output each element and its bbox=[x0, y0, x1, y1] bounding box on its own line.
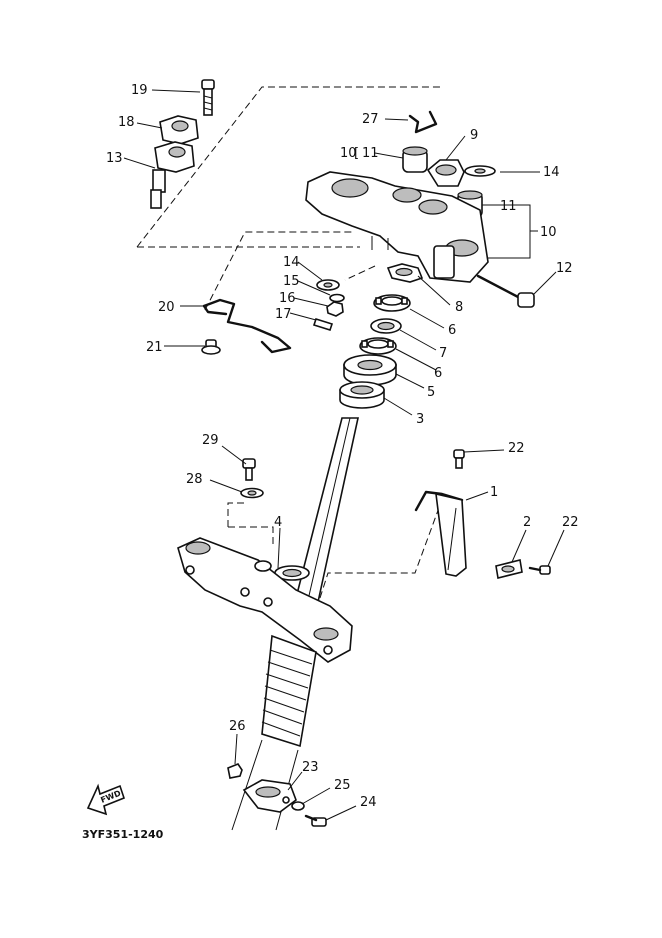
callout-8: 8 bbox=[455, 300, 463, 315]
callout-14-right: 14 bbox=[543, 165, 560, 180]
callout-21: 21 bbox=[146, 340, 163, 355]
callout-26: 26 bbox=[229, 719, 246, 734]
callout-2: 2 bbox=[523, 515, 531, 530]
diagram-code: 3YF351-1240 bbox=[82, 828, 164, 841]
callout-labels: 1 2 3 4 5 6 6 7 8 9 10 11 [ 11 10 12 13 … bbox=[106, 83, 579, 810]
callout-14-left: 14 bbox=[283, 255, 300, 270]
cable-bracket-group bbox=[414, 449, 551, 579]
callout-5: 5 bbox=[427, 385, 435, 400]
upper-bracket-assembly bbox=[305, 146, 535, 308]
callout-12: 12 bbox=[556, 261, 573, 276]
callout-28: 28 bbox=[186, 472, 203, 487]
lower-bracket-stem bbox=[177, 417, 359, 663]
callout-16: 16 bbox=[279, 291, 296, 306]
callout-22-lower: 22 bbox=[562, 515, 579, 530]
cable-guide-group bbox=[201, 110, 438, 355]
callout-6-upper: 6 bbox=[448, 323, 456, 338]
callout-9: 9 bbox=[470, 128, 478, 143]
small-hardware bbox=[312, 279, 345, 331]
leader-lines bbox=[123, 89, 565, 821]
callout-20: 20 bbox=[158, 300, 175, 315]
callout-22-upper: 22 bbox=[508, 441, 525, 456]
callout-27: 27 bbox=[362, 112, 379, 127]
callout-6-lower: 6 bbox=[434, 366, 442, 381]
callout-24: 24 bbox=[360, 795, 377, 810]
steering-nut-stack bbox=[339, 263, 424, 409]
callout-bracket-glyph: [ bbox=[354, 146, 359, 161]
callout-4: 4 bbox=[274, 515, 282, 530]
callout-10-left: 10 bbox=[340, 146, 357, 161]
callout-29: 29 bbox=[202, 433, 219, 448]
fwd-arrow: FWD bbox=[86, 783, 125, 816]
fork-boot-group bbox=[227, 634, 327, 831]
callout-10-right: 10 bbox=[540, 225, 557, 240]
handlebar-holder-group bbox=[150, 79, 215, 209]
callout-11-right: 11 bbox=[500, 199, 517, 214]
dashed-group-lines bbox=[136, 86, 442, 599]
callout-25: 25 bbox=[334, 778, 351, 793]
callout-1: 1 bbox=[490, 485, 498, 500]
callout-17: 17 bbox=[275, 307, 292, 322]
callout-11-left: 11 bbox=[362, 146, 379, 161]
callout-19: 19 bbox=[131, 83, 148, 98]
callout-13: 13 bbox=[106, 151, 123, 166]
callout-15: 15 bbox=[283, 274, 300, 289]
callout-18: 18 bbox=[118, 115, 135, 130]
callout-3: 3 bbox=[416, 412, 424, 427]
callout-23: 23 bbox=[302, 760, 319, 775]
callout-7: 7 bbox=[439, 346, 447, 361]
